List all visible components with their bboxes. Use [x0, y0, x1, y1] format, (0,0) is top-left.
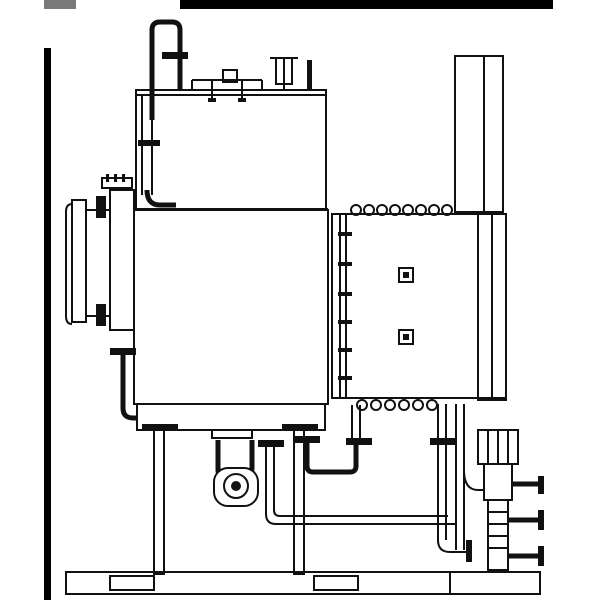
base-skid — [65, 571, 541, 595]
steam-pipe — [138, 19, 188, 208]
inspection-port — [398, 267, 414, 345]
support-legs — [142, 424, 318, 575]
main-vessel — [133, 208, 329, 431]
casing-bolts — [338, 232, 352, 380]
top-valve-cluster — [191, 69, 263, 102]
stack — [454, 55, 507, 401]
burner-unit — [211, 429, 259, 507]
heat-coils — [350, 204, 453, 411]
feed-pump — [463, 429, 544, 571]
safety-valve — [270, 57, 312, 90]
left-flange-assembly — [65, 174, 137, 421]
right-casing — [331, 213, 507, 399]
frame-border — [44, 0, 553, 600]
upper-vessel — [135, 57, 327, 211]
